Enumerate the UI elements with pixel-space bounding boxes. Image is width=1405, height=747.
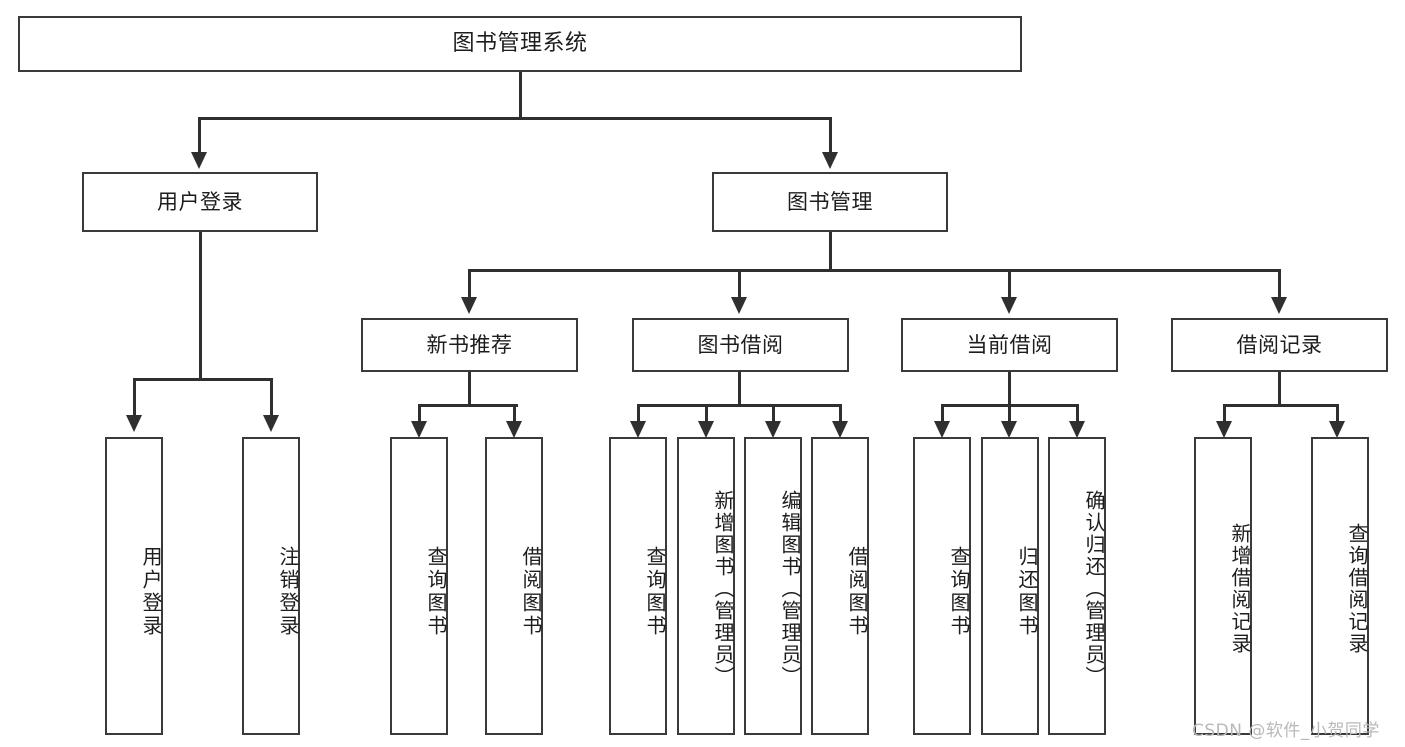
arrowhead-borrow-book-1 xyxy=(506,421,522,438)
arrowhead-book-borrow xyxy=(731,297,747,314)
arrowhead-add-book xyxy=(698,421,714,438)
leaf-edit-book[interactable]: 编辑图书（管理员） xyxy=(744,437,802,735)
connector-drop-query-book-1 xyxy=(418,404,421,426)
connector-drop-return-book xyxy=(1008,404,1011,426)
connector-drop-confirm-return xyxy=(1076,404,1079,426)
arrowhead-new-book-recommend xyxy=(461,297,477,314)
leaf-borrow-book-2[interactable]: 借阅图书 xyxy=(811,437,869,735)
leaf-add-borrow-record[interactable]: 新增借阅记录 xyxy=(1194,437,1252,735)
connector-drop-user-login xyxy=(198,117,201,155)
connector-drop-borrow-record xyxy=(1278,269,1281,299)
leaf-confirm-return[interactable]: 确认归还（管理员） xyxy=(1048,437,1106,735)
node-user-login[interactable]: 用户登录 xyxy=(82,172,318,232)
connector-drop-leaf-logout-login xyxy=(270,378,273,418)
arrowhead-edit-book xyxy=(765,421,781,438)
arrowhead-add-borrow-record xyxy=(1216,421,1232,438)
leaf-borrow-book-1[interactable]: 借阅图书 xyxy=(485,437,543,735)
arrowhead-query-book-2 xyxy=(630,421,646,438)
connector-drop-borrow-book-2 xyxy=(839,404,842,426)
leaf-query-book-3[interactable]: 查询图书 xyxy=(913,437,971,735)
connector-drop-query-borrow-record xyxy=(1336,404,1339,426)
connector-level2-bus xyxy=(198,117,831,120)
arrowhead-user-login xyxy=(191,152,207,169)
connector-current-borrow-stem xyxy=(1008,372,1011,406)
arrowhead-borrow-book-2 xyxy=(832,421,848,438)
arrowhead-leaf-user-login xyxy=(126,415,142,432)
arrowhead-borrow-record xyxy=(1271,297,1287,314)
connector-drop-book-borrow xyxy=(738,269,741,299)
node-book-borrow[interactable]: 图书借阅 xyxy=(632,318,849,372)
node-borrow-record[interactable]: 借阅记录 xyxy=(1171,318,1388,372)
node-new-book-recommend[interactable]: 新书推荐 xyxy=(361,318,578,372)
node-current-borrow[interactable]: 当前借阅 xyxy=(901,318,1118,372)
arrowhead-confirm-return xyxy=(1069,421,1085,438)
connector-book-borrow-stem xyxy=(738,372,741,406)
leaf-add-book[interactable]: 新增图书（管理员） xyxy=(677,437,735,735)
leaf-query-book-1[interactable]: 查询图书 xyxy=(390,437,448,735)
connector-book-management-stem xyxy=(829,232,832,272)
connector-user-login-bus xyxy=(133,378,271,381)
connector-new-book-recommend-stem xyxy=(468,372,471,406)
arrowhead-current-borrow xyxy=(1001,297,1017,314)
connector-drop-leaf-user-login xyxy=(133,378,136,418)
connector-drop-query-book-2 xyxy=(637,404,640,426)
node-book-management[interactable]: 图书管理 xyxy=(712,172,948,232)
connector-drop-book-management xyxy=(829,117,832,155)
arrowhead-query-book-3 xyxy=(934,421,950,438)
leaf-logout-login[interactable]: 注销登录 xyxy=(242,437,300,735)
connector-user-login-stem xyxy=(199,232,202,380)
connector-level3-bus xyxy=(468,269,1280,272)
csdn-watermark: CSDN @软件_小贺同学 xyxy=(1192,721,1380,741)
connector-drop-borrow-book-1 xyxy=(513,404,516,426)
connector-book-borrow-bus xyxy=(637,404,841,407)
leaf-return-book[interactable]: 归还图书 xyxy=(981,437,1039,735)
connector-root-stem xyxy=(519,72,522,118)
connector-new-book-recommend-bus xyxy=(418,404,518,407)
arrowhead-leaf-logout-login xyxy=(263,415,279,432)
connector-drop-new-book-recommend xyxy=(468,269,471,299)
connector-drop-add-borrow-record xyxy=(1223,404,1226,426)
leaf-user-login[interactable]: 用户登录 xyxy=(105,437,163,735)
leaf-query-borrow-record[interactable]: 查询借阅记录 xyxy=(1311,437,1369,735)
connector-drop-current-borrow xyxy=(1008,269,1011,299)
connector-borrow-record-bus xyxy=(1223,404,1336,407)
connector-borrow-record-stem xyxy=(1278,372,1281,406)
arrowhead-return-book xyxy=(1001,421,1017,438)
leaf-query-book-2[interactable]: 查询图书 xyxy=(609,437,667,735)
connector-drop-add-book xyxy=(705,404,708,426)
arrowhead-query-borrow-record xyxy=(1329,421,1345,438)
connector-drop-edit-book xyxy=(772,404,775,426)
connector-drop-query-book-3 xyxy=(941,404,944,426)
node-root-system[interactable]: 图书管理系统 xyxy=(18,16,1022,72)
arrowhead-query-book-1 xyxy=(411,421,427,438)
arrowhead-book-management xyxy=(822,152,838,169)
